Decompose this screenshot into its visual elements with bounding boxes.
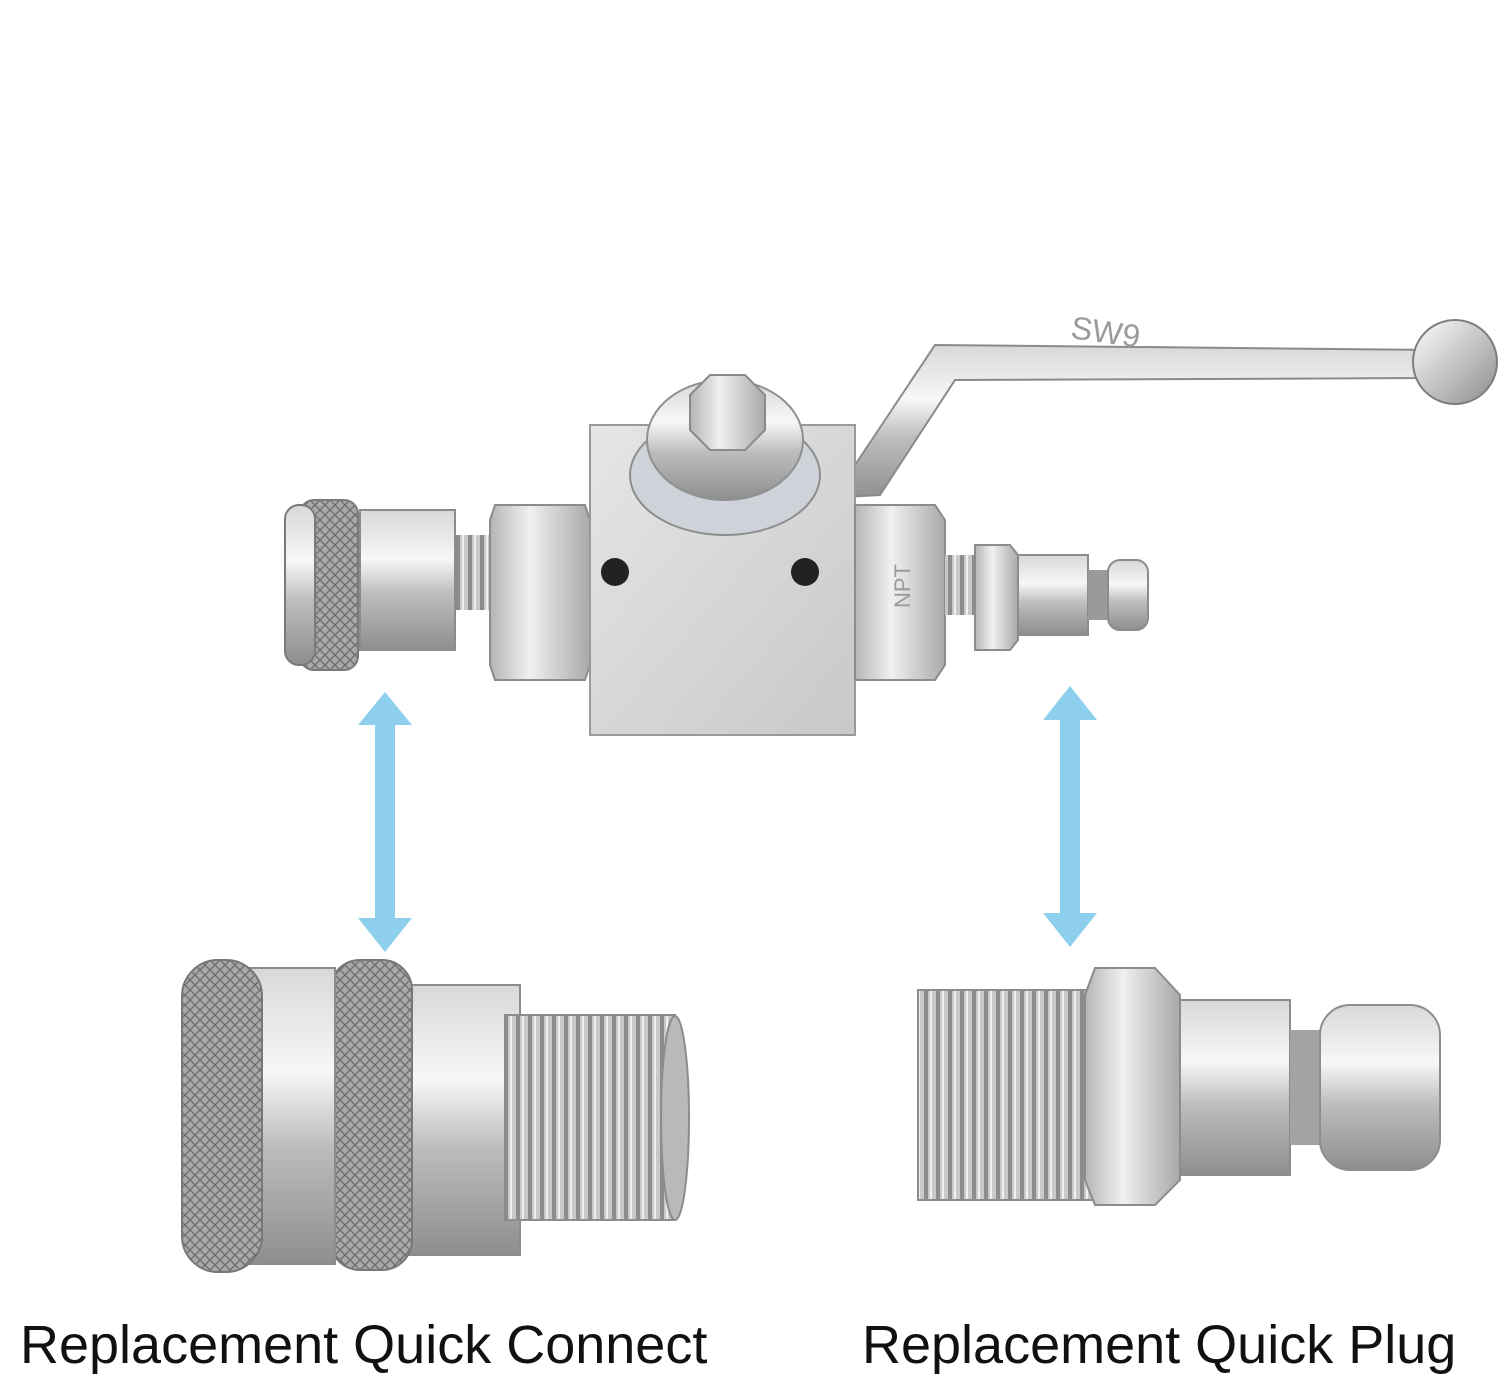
plug-thread: [917, 989, 1099, 1201]
top-coupler-body: [359, 509, 456, 651]
plug-groove: [1290, 1030, 1320, 1145]
valve-handle: [778, 343, 1441, 502]
replacement-quick-connect: [181, 959, 690, 1273]
connect-knurled-front: [181, 959, 263, 1273]
plug-body: [1179, 999, 1291, 1176]
caption-quick-plug: Replacement Quick Plug: [862, 1315, 1457, 1375]
top-coupler-sleeve: [284, 504, 316, 666]
caption-quick-connect: Replacement Quick Connect: [20, 1315, 708, 1375]
ball-valve-assembly: SW9 NPT: [284, 309, 1498, 736]
connect-thread-end: [660, 1015, 690, 1221]
right-double-arrow: [1043, 686, 1097, 947]
right-hex-fitting: [854, 504, 946, 681]
stem-hex-bolt: [689, 374, 766, 451]
plug-hex: [1084, 967, 1181, 1206]
right-nipple-thread: [945, 555, 975, 615]
left-hex-nut: [489, 504, 591, 681]
connect-thread: [504, 1014, 676, 1221]
right-small-hex: [974, 544, 1019, 651]
top-quick-plug-tip: [1107, 559, 1149, 631]
handle-ball-end: [1412, 319, 1498, 405]
replacement-quick-plug: [917, 967, 1441, 1206]
left-double-arrow: [358, 692, 412, 952]
top-quick-plug-body: [1017, 554, 1089, 636]
plug-nose: [1319, 1004, 1441, 1171]
top-quick-plug-groove: [1088, 570, 1108, 620]
fitting-marking: NPT: [890, 564, 915, 608]
mounting-hole-right: [791, 558, 819, 586]
connect-knurled-collar: [329, 959, 413, 1271]
mounting-hole-left: [601, 558, 629, 586]
